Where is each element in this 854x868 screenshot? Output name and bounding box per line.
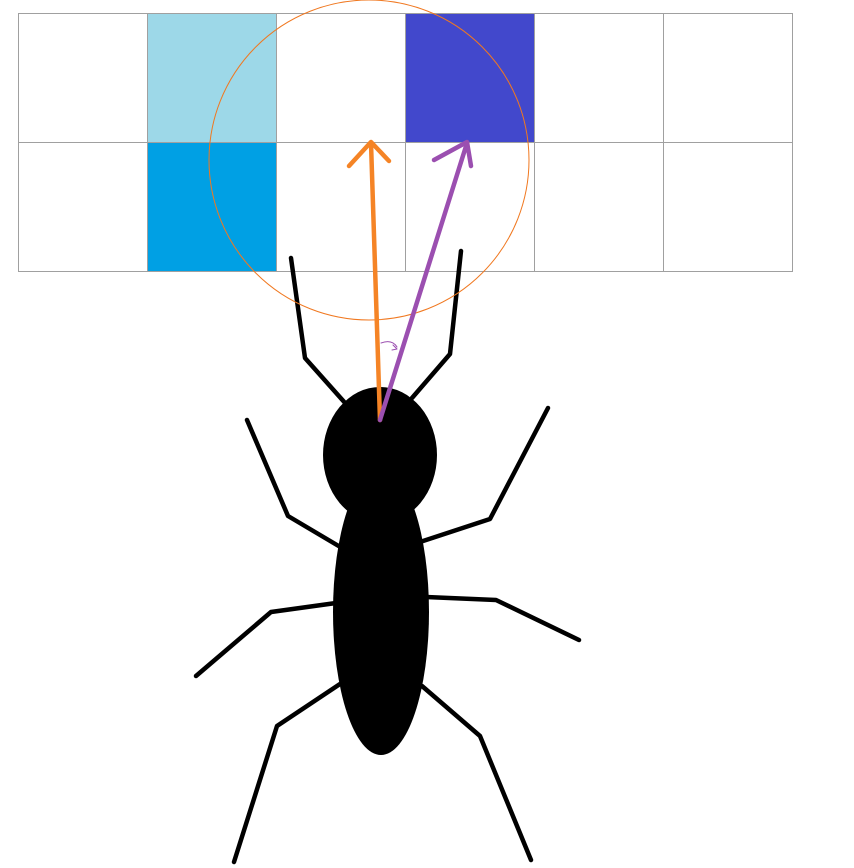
grid-cell-r0-c0	[18, 13, 148, 143]
heading-arrows	[346, 139, 474, 423]
grid-cell-r1-c5	[663, 142, 793, 272]
grid-cell-r1-c0	[18, 142, 148, 272]
ant	[193, 248, 582, 865]
orange-arrowhead	[346, 139, 392, 169]
grid	[18, 13, 793, 272]
purple-target-arrow	[377, 139, 474, 423]
ant-leg-hind-left	[231, 681, 343, 865]
grid-cell-r1-c1	[147, 142, 277, 272]
purple-arrow-shaft	[377, 140, 470, 423]
ant-head	[323, 387, 437, 523]
grid-cell-r1-c4	[534, 142, 664, 272]
grid-cell-r0-c3	[405, 13, 535, 143]
grid-cell-r1-c2	[276, 142, 406, 272]
ant-leg-hind-right	[419, 683, 534, 863]
ant-leg-mid-right	[423, 594, 582, 643]
ant-abdomen	[333, 469, 429, 755]
grid-cell-r0-c2	[276, 13, 406, 143]
orange-arrow-shaft	[368, 140, 383, 423]
grid-cell-r0-c1	[147, 13, 277, 143]
orange-heading-arrow	[346, 139, 392, 423]
ant-legs	[193, 248, 582, 865]
sensing-radius-circle	[208, 0, 530, 321]
ant-antenna-left	[288, 255, 349, 407]
ant-leg-mid-left	[193, 600, 339, 679]
ant-leg-front-left	[244, 417, 345, 551]
grid-cell-r0-c5	[663, 13, 793, 143]
purple-arrowhead	[431, 139, 474, 169]
ant-antenna-right	[409, 248, 464, 401]
turn-angle-indicator	[380, 341, 398, 351]
ant-leg-front-right	[417, 405, 551, 545]
grid-cell-r0-c4	[534, 13, 664, 143]
